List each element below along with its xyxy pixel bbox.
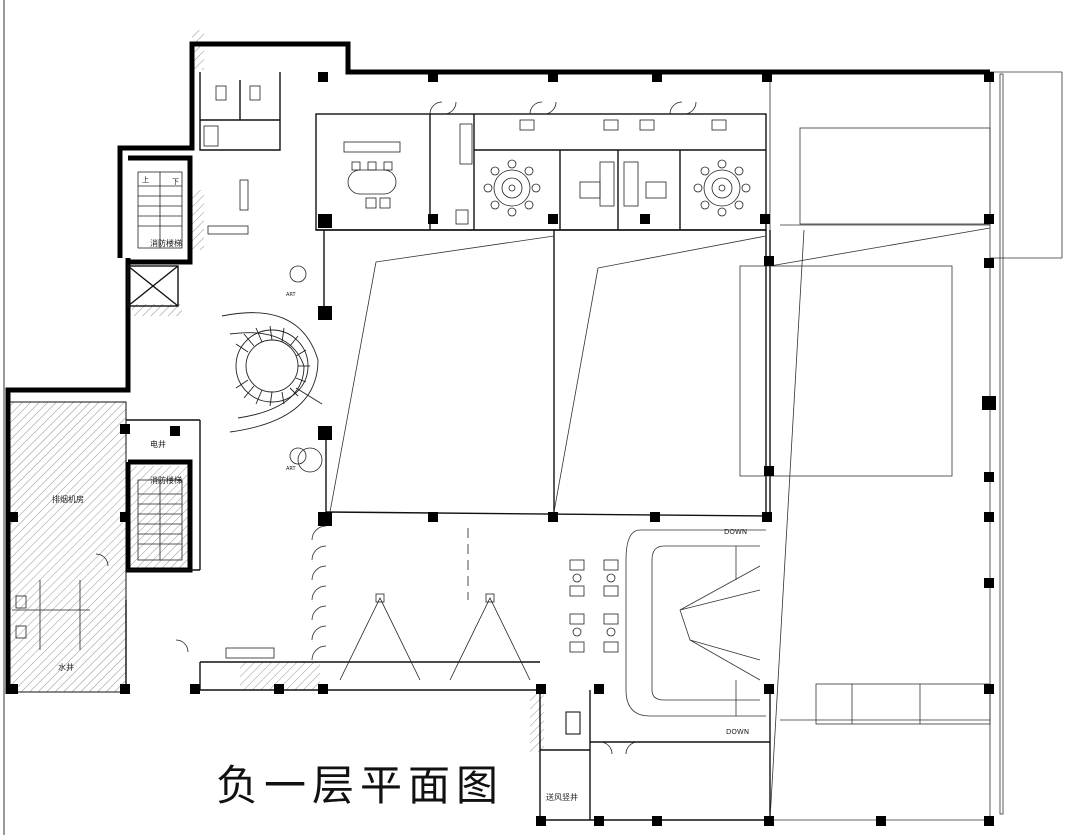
label-down-mark: 下	[172, 178, 179, 186]
label-elec-shaft: 电井	[150, 439, 166, 449]
light-lines	[329, 71, 1063, 821]
display-triangles	[339, 528, 531, 681]
label-up-mark: 上	[142, 175, 149, 184]
label-machine-room: 排烟机房	[52, 494, 84, 504]
round-table-right	[693, 159, 751, 217]
structural-columns	[8, 72, 996, 826]
label-art-bottom: ART	[286, 466, 297, 472]
drawing-title: 负一层平面图	[216, 761, 505, 810]
seating	[569, 559, 619, 653]
stair-mid	[137, 479, 183, 561]
label-stair-top: 消防楼梯	[150, 238, 182, 248]
round-table-left	[483, 159, 541, 217]
machine-room-area	[7, 401, 127, 693]
label-stair-mid: 消防楼梯	[150, 475, 182, 485]
spiral-staircase	[221, 312, 323, 433]
label-water-shaft: 水井	[58, 662, 74, 672]
label-down-top: DOWN	[724, 528, 747, 536]
door-swings	[95, 101, 697, 755]
label-art-top: ART	[286, 292, 297, 298]
label-air-shaft: 送风竖井	[546, 792, 578, 802]
interior-walls	[125, 72, 771, 821]
exterior-walls	[5, 41, 990, 694]
label-down-bottom: DOWN	[726, 728, 749, 736]
office-furniture	[207, 141, 667, 659]
restroom-fixtures	[12, 85, 727, 650]
stair-top	[137, 171, 183, 249]
